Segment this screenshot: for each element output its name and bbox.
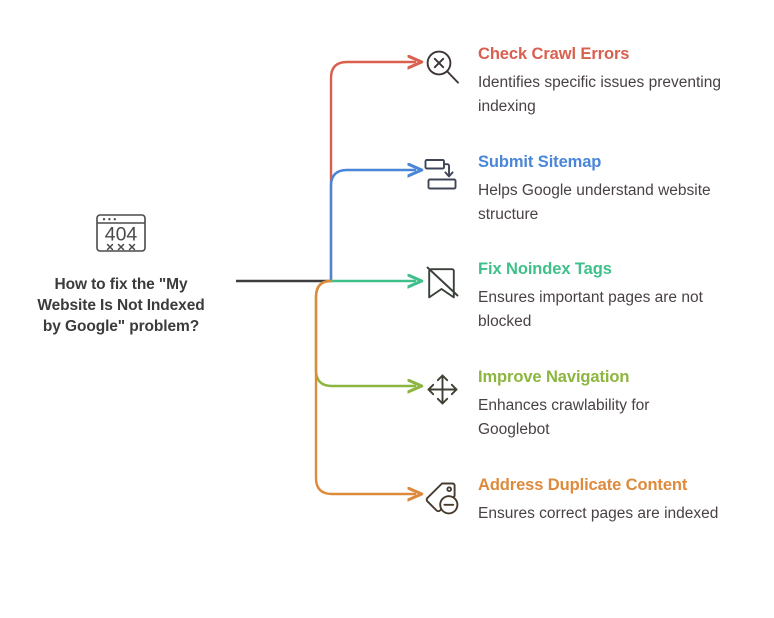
connector-branch-4 bbox=[314, 279, 415, 494]
branch-item-address-duplicate-content[interactable]: Address Duplicate Content Ensures correc… bbox=[420, 475, 718, 526]
branch-title: Fix Noindex Tags bbox=[478, 260, 612, 278]
bookmark-off-icon bbox=[420, 261, 466, 307]
branch-description: Ensures important pages are not blocked bbox=[478, 289, 703, 330]
connector-branch-0 bbox=[329, 62, 415, 283]
branch-item-submit-sitemap[interactable]: Submit Sitemap Helps Google understand w… bbox=[420, 152, 723, 227]
search-error-icon bbox=[420, 46, 466, 92]
branch-item-check-crawl-errors[interactable]: Check Crawl Errors Identifies specific i… bbox=[420, 44, 723, 119]
branch-text-block: Address Duplicate Content Ensures correc… bbox=[478, 475, 718, 526]
move-arrows-icon bbox=[420, 369, 466, 415]
branch-title: Submit Sitemap bbox=[478, 153, 602, 171]
branch-description: Enhances crawlability for Googlebot bbox=[478, 397, 650, 438]
branch-description: Identifies specific issues preventing in… bbox=[478, 74, 721, 115]
svg-text:404: 404 bbox=[105, 224, 138, 246]
branch-title: Address Duplicate Content bbox=[478, 476, 688, 494]
branch-text-block: Improve Navigation Enhances crawlability… bbox=[478, 367, 723, 442]
branch-item-fix-noindex-tags[interactable]: Fix Noindex Tags Ensures important pages… bbox=[420, 259, 723, 334]
branch-description: Helps Google understand website structur… bbox=[478, 182, 711, 223]
branch-description: Ensures correct pages are indexed bbox=[478, 505, 719, 522]
root-title: How to fix the "My Website Is Not Indexe… bbox=[37, 276, 205, 335]
connector-branch-1 bbox=[329, 170, 415, 283]
branch-text-block: Fix Noindex Tags Ensures important pages… bbox=[478, 259, 723, 334]
connector-branch-3 bbox=[314, 279, 415, 386]
tag-remove-icon bbox=[420, 477, 466, 523]
branch-title: Improve Navigation bbox=[478, 368, 630, 386]
submit-sitemap-icon bbox=[420, 154, 466, 200]
branch-text-block: Check Crawl Errors Identifies specific i… bbox=[478, 44, 723, 119]
root-node: 404 How to fix the "My Website Is Not In… bbox=[28, 202, 214, 337]
branch-text-block: Submit Sitemap Helps Google understand w… bbox=[478, 152, 723, 227]
branch-item-improve-navigation[interactable]: Improve Navigation Enhances crawlability… bbox=[420, 367, 723, 442]
404-browser-window-icon: 404 bbox=[90, 202, 152, 264]
branch-title: Check Crawl Errors bbox=[478, 45, 630, 63]
